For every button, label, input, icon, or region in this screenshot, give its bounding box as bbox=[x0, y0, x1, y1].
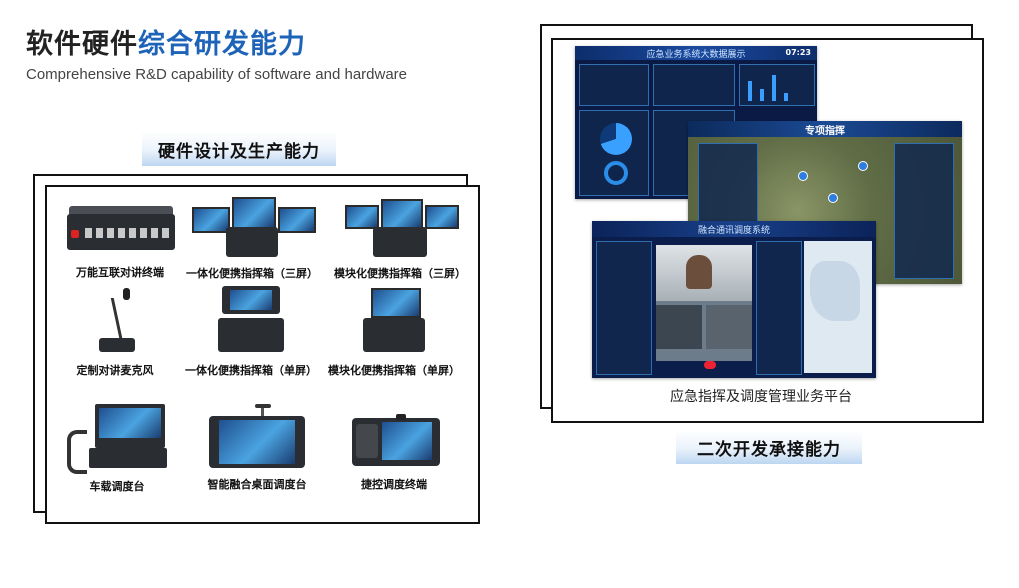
page-title: 软件硬件综合研发能力 bbox=[26, 22, 306, 61]
product-label: 捷控调度终端 bbox=[361, 478, 427, 491]
product-custom-microphone: 定制对讲麦克风 bbox=[55, 286, 175, 378]
product-modular-box-3screen: 模块化便携指挥箱（三屏） bbox=[330, 193, 470, 281]
special-command-title: 专项指挥 bbox=[805, 125, 845, 137]
product-label: 智能融合桌面调度台 bbox=[207, 478, 307, 491]
product-vehicle-console: 车载调度台 bbox=[52, 402, 182, 494]
software-section-title: 二次开发承接能力 bbox=[676, 430, 862, 464]
custom-microphone-image bbox=[85, 286, 145, 356]
hardware-section-title: 硬件设计及生产能力 bbox=[142, 132, 336, 166]
bigdata-screen-time: 07:23 bbox=[785, 48, 811, 57]
platform-label: 应急指挥及调度管理业务平台 bbox=[670, 389, 852, 405]
intercom-terminal-image bbox=[65, 196, 175, 258]
product-label: 定制对讲麦克风 bbox=[76, 364, 154, 377]
integrated-box-1screen-image bbox=[216, 284, 286, 356]
modular-box-3screen-image bbox=[345, 193, 459, 259]
product-integrated-box-3screen: 一体化便携指挥箱（三屏） bbox=[182, 193, 322, 281]
product-label: 一体化便携指挥箱（三屏） bbox=[186, 267, 318, 280]
title-part2: 综合研发能力 bbox=[138, 29, 306, 60]
quick-control-terminal-image bbox=[346, 414, 442, 470]
page-subtitle: Comprehensive R&D capability of software… bbox=[26, 66, 408, 83]
integrated-box-3screen-image bbox=[192, 193, 316, 259]
product-integrated-box-1screen: 一体化便携指挥箱（单屏） bbox=[176, 284, 326, 378]
product-label: 车载调度台 bbox=[89, 480, 145, 493]
product-modular-box-1screen: 模块化便携指挥箱（单屏） bbox=[324, 284, 464, 378]
vehicle-console-image bbox=[65, 402, 169, 474]
product-label: 模块化便携指挥箱（单屏） bbox=[328, 364, 460, 377]
fusion-screen-title: 融合通讯调度系统 bbox=[697, 225, 770, 236]
desktop-console-image bbox=[205, 404, 309, 470]
modular-box-1screen-image bbox=[359, 284, 429, 356]
fusion-comm-screenshot: 融合通讯调度系统 bbox=[592, 221, 876, 378]
product-label: 一体化便携指挥箱（单屏） bbox=[185, 364, 317, 377]
bigdata-screen-title: 应急业务系统大数据展示 bbox=[646, 49, 746, 60]
product-desktop-console: 智能融合桌面调度台 bbox=[192, 404, 322, 492]
product-label: 万能互联对讲终端 bbox=[76, 266, 164, 279]
product-label: 模块化便携指挥箱（三屏） bbox=[334, 267, 466, 280]
product-quick-control-terminal: 捷控调度终端 bbox=[334, 414, 454, 492]
product-intercom-terminal: 万能互联对讲终端 bbox=[55, 196, 185, 280]
title-part1: 软件硬件 bbox=[26, 29, 138, 60]
